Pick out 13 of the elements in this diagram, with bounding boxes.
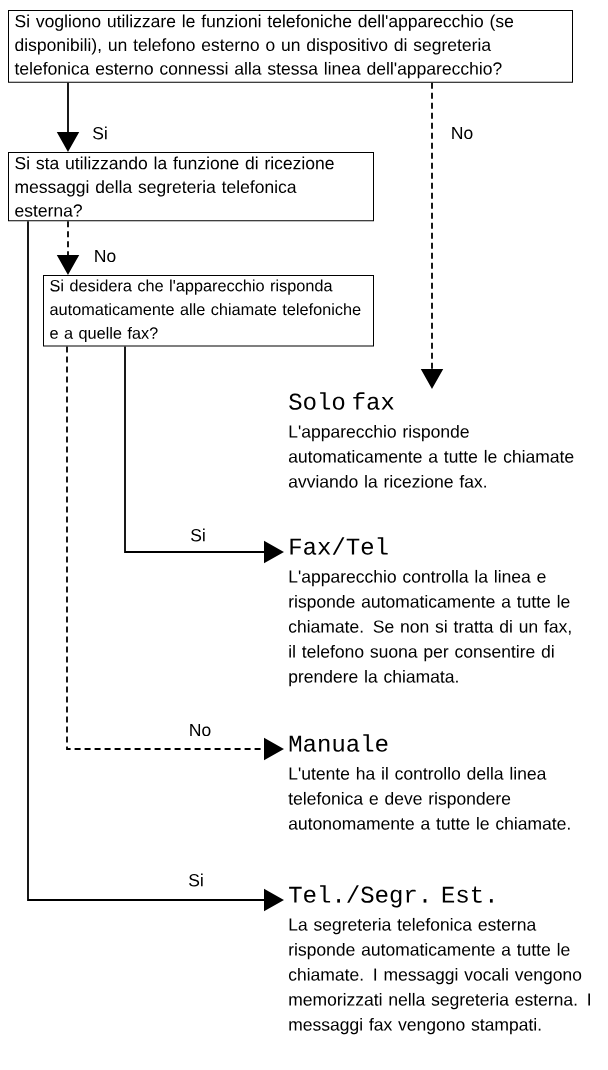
mode-description: Solo fax L'apparecchio risponde automaticamente a tutte le chiamate avviando la ricezione fax. <box>288 392 574 488</box>
mode-description: Tel./Segr. Est. La segreteria telefonica esterna risponde automaticamente a tutte le chiamate. I messaggi vocali vengono memorizzati nella segreteria esterna. I messaggi fax vengono stampati. <box>288 885 590 1035</box>
mode-description: Manuale L'utente ha il controllo della linea telefonica e deve rispondere autonomamente a tutte le chiamate. <box>288 734 570 830</box>
question-box: Si vogliono utilizzare le funzioni telefoniche dell'apparecchio (se disponibili), un telefono esterno o un dispositivo di segreteria telefonica esterno connessi alla stessa linea dell'apparecchio? <box>8 10 573 83</box>
edge-label: Si <box>91 125 109 141</box>
mode-description: Fax/Tel L'apparecchio controlla la linea e risponde automaticamente a tutte le chiamate. Se non si tratta di un fax, il telefono suona per consentire di prendere la chiamata. <box>288 537 571 687</box>
edge-label: Si <box>189 527 207 543</box>
edge-label: No <box>187 722 213 738</box>
question-box: Si desidera che l'apparecchio risponda automaticamente alle chiamate telefoniche e a quelle fax? <box>43 275 374 347</box>
edge-label: No <box>92 248 118 264</box>
question-box: Si sta utilizzando la funzione di ricezione messaggi della segreteria telefonica esterna? <box>8 152 374 222</box>
edge-label: Si <box>187 872 205 888</box>
edge-label: No <box>449 125 475 141</box>
